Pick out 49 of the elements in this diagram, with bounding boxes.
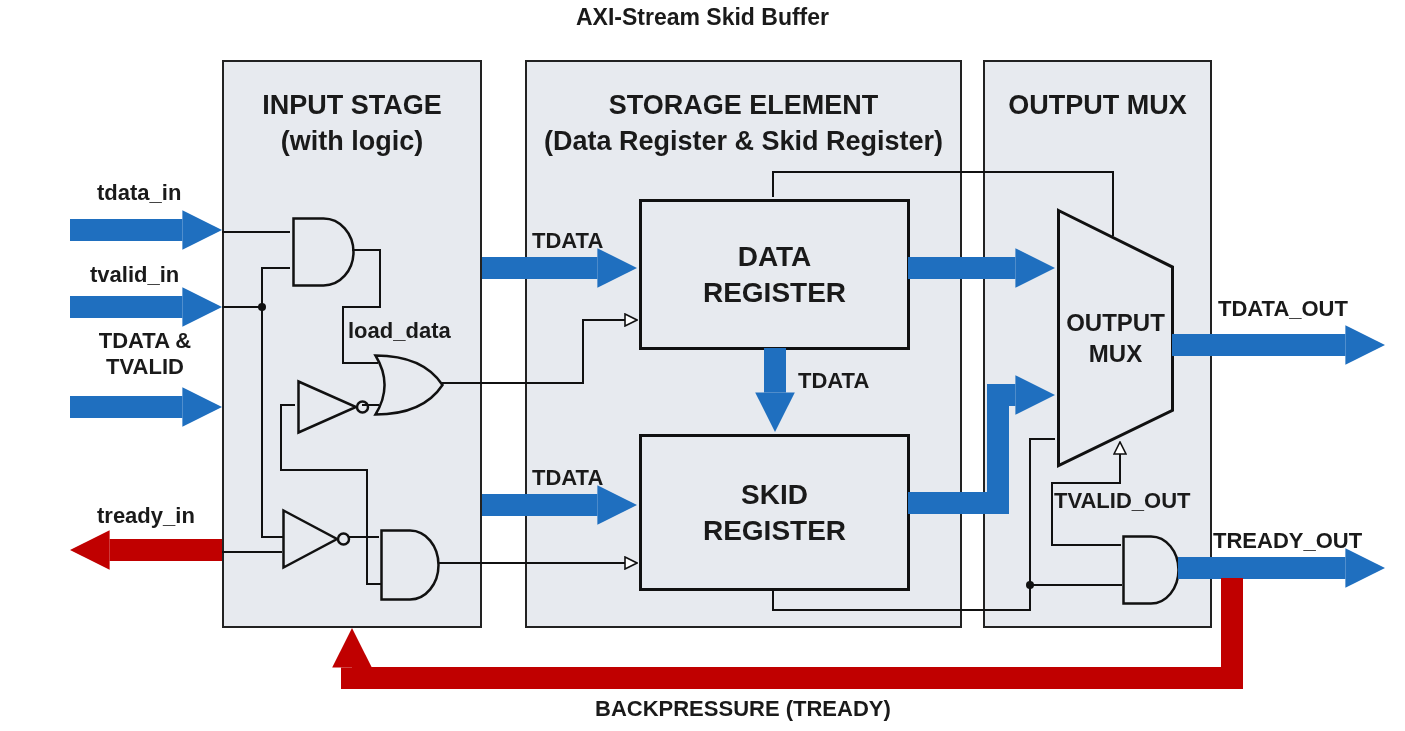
bus-arrow [70,287,222,327]
signal-arrow [1051,441,1127,546]
bus-arrow [1172,325,1385,365]
bus-arrow [70,387,222,427]
signal-label: TVALID_OUT [1054,488,1191,514]
stage-panel [525,60,962,628]
signal-label: TDATA [532,228,604,254]
panel-subtitle: (with logic) [279,125,425,158]
signal-label: tvalid_in [90,262,180,288]
signal-label: TDATA & TVALID [97,328,193,380]
bus-arrow [755,348,795,432]
register-box [639,199,910,350]
register-box [639,434,910,591]
signal-label: load_data [348,318,451,344]
signal-arrow [440,313,638,384]
signal-label: BACKPRESSURE (TREADY) [595,696,891,722]
wire [361,404,380,406]
bus-arrow [1178,548,1385,588]
wire [347,536,380,538]
wire [772,171,1114,237]
wire [280,404,382,585]
panel-title: INPUT STAGE [261,89,443,122]
signal-label: TREADY_OUT [1213,528,1363,554]
stage-panel [222,60,482,628]
diagram-title: AXI-Stream Skid Buffer [574,4,831,31]
wire [221,551,283,553]
bus-arrow [332,578,1243,689]
panel-subtitle: (Data Register & Skid Register) [542,125,945,158]
signal-label: TDATA_OUT [1218,296,1348,322]
bus-arrow [482,248,637,288]
signal-arrow [437,556,638,570]
panel-title: STORAGE ELEMENT [607,89,880,122]
register-label: DATA REGISTER [701,239,848,310]
wire [221,231,291,233]
stage-panel [983,60,1212,628]
bus-arrow [70,210,222,250]
mux-label: OUTPUT MUX [1065,308,1166,369]
bus-arrow [908,375,1055,514]
panel-title: OUTPUT MUX [1007,89,1188,122]
bus-arrow [482,485,637,525]
signal-label: tdata_in [97,180,182,206]
signal-label: TDATA [532,465,604,491]
wire [342,249,381,364]
signal-label: TDATA [798,368,870,394]
register-label: SKID REGISTER [701,477,848,548]
signal-label: tready_in [97,503,195,529]
bus-arrow [70,530,222,570]
wire [221,306,284,538]
bus-arrow [908,248,1055,288]
